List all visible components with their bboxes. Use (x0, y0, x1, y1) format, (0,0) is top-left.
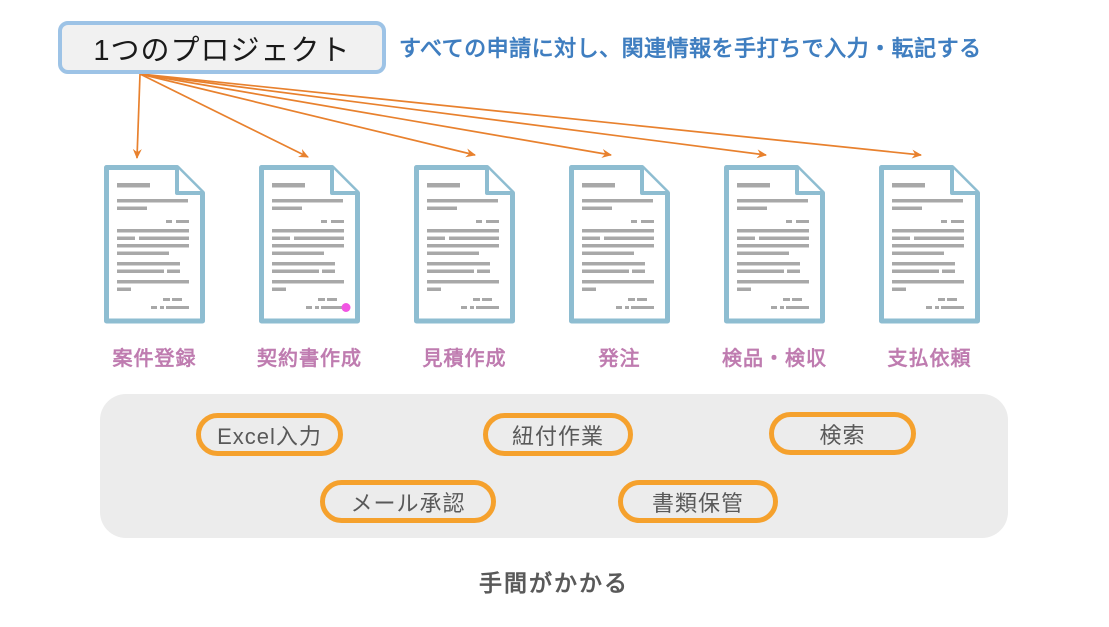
document-icon (878, 164, 981, 325)
document-icon (413, 164, 516, 325)
stage-label-contract-creation: 契約書作成 (257, 348, 362, 370)
arrow-to-doc-2 (139, 73, 309, 158)
stamp-dot (341, 303, 351, 312)
tasks-panel (100, 394, 1008, 538)
stage-label-case-registration: 案件登録 (112, 348, 197, 370)
arrow-to-doc-3 (139, 73, 476, 158)
stage-label-ordering: 発注 (598, 348, 641, 370)
project-box: 1つのプロジェクト (58, 21, 386, 74)
arrow-to-doc-6 (139, 73, 922, 159)
arrow-to-doc-5 (139, 73, 767, 159)
task-pill-search: 検索 (769, 412, 916, 455)
annotation-text: すべての申請に対し、関連情報を手打ちで入力・転記する (399, 36, 982, 61)
arrow-to-doc-1 (132, 73, 142, 159)
footer-caption: 手間がかかる (479, 570, 629, 596)
stage-label-inspection-acceptance: 検品・検収 (722, 348, 827, 370)
document-icon (723, 164, 826, 325)
document-icon (568, 164, 671, 325)
task-pill-email-approval: メール承認 (320, 480, 496, 523)
arrow-to-doc-4 (139, 73, 612, 158)
stage-label-payment-request: 支払依頼 (887, 348, 972, 370)
document-icon-stamped (258, 164, 361, 325)
project-box-label: 1つのプロジェクト (93, 34, 351, 67)
task-pill-excel-input: Excel入力 (196, 413, 343, 456)
stage-label-estimate-creation: 見積作成 (422, 348, 507, 370)
task-pill-linking-work: 紐付作業 (483, 413, 633, 456)
document-icon (103, 164, 206, 325)
task-pill-document-storage: 書類保管 (618, 480, 778, 523)
